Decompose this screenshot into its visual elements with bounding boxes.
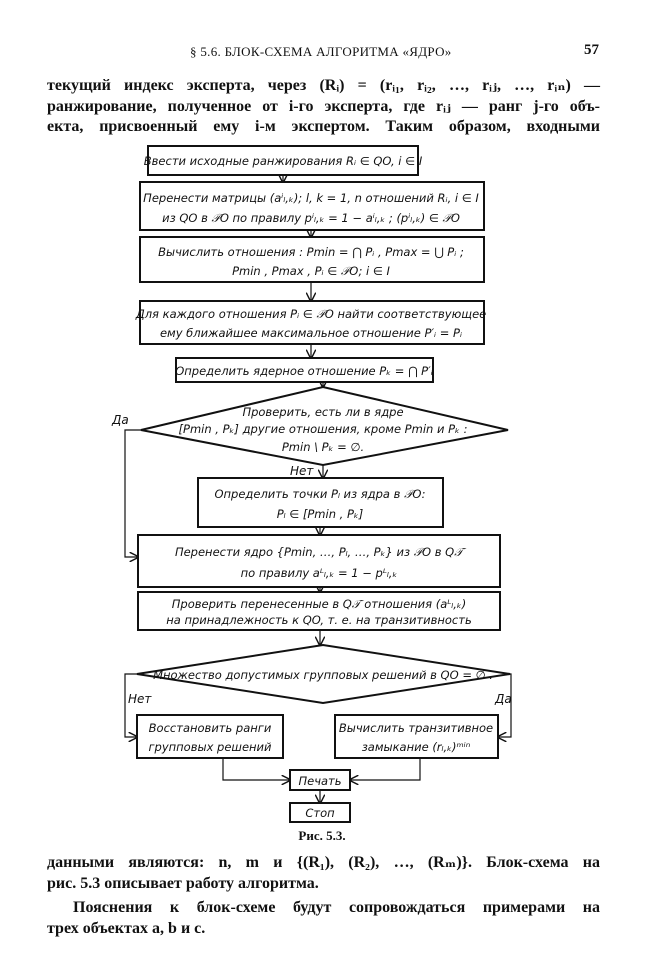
- text-line: екта, присвоенный ему i-м экспертом. Так…: [47, 118, 600, 135]
- box-text: ему ближайшее максимальное отношение P′ᵢ…: [160, 326, 462, 340]
- text-line: данными являются: n, m и {(R₁), (R₂), …,…: [47, 854, 600, 871]
- box-compute-relations: Вычислить отношения : Pmin = ⋂ Pᵢ , Pmax…: [139, 236, 485, 283]
- box-text: из QO в 𝒫O по правилу pⁱₗ,ₖ = 1 − aⁱₗ,ₖ …: [162, 211, 460, 225]
- box-print: Печать: [289, 769, 351, 791]
- box-kernel-relation: Определить ядерное отношение Pₖ = ⋂ P′ᵢ: [175, 357, 434, 383]
- box-text: групповых решений: [149, 740, 273, 754]
- box-text: Вычислить транзитивное: [339, 721, 493, 735]
- decision-check-kernel: Проверить, есть ли в ядре [Pmin , Pₖ] др…: [111, 385, 509, 478]
- box-text: замыкание (rₗ,ₖ)ᵐⁱⁿ: [362, 740, 471, 754]
- branch-label-no: Нет: [290, 464, 314, 478]
- text-line: текущий индекс эксперта, через (Rᵢ) = (r…: [47, 77, 600, 94]
- box-text: Печать: [298, 774, 341, 788]
- box-text: Для каждого отношения Pᵢ ∈ 𝒫O найти соот…: [135, 307, 487, 321]
- figure-caption: Рис. 5.3.: [298, 828, 345, 843]
- box-text: Вычислить отношения : Pmin = ⋂ Pᵢ , Pmax…: [158, 245, 464, 259]
- decision-text: Множество допустимых групповых решений в…: [153, 668, 493, 682]
- text-line: ранжирование, полученное от i-го эксперт…: [47, 97, 600, 115]
- box-text: Pₗ ∈ [Pmin , Pₖ]: [277, 507, 364, 521]
- branch-label-yes: Да: [111, 413, 129, 427]
- text-line: рис. 5.3 описывает работу алгоритма.: [47, 874, 319, 892]
- box-text: Перенести ядро {Pmin, …, Pₗ, …, Pₖ} из 𝒫…: [175, 545, 467, 559]
- box-text: Восстановить ранги: [149, 721, 272, 735]
- text-line: Пояснения к блок-схеме будут сопровождат…: [73, 899, 600, 916]
- box-text: на принадлежность к QO, т. е. на транзит…: [166, 613, 471, 627]
- box-text: Определить точки Pₗ из ядра в 𝒫O:: [214, 487, 425, 501]
- box-transfer-matrices: Перенести матрицы (aⁱₗ,ₖ); l, k = 1, n о…: [139, 181, 485, 231]
- box-text: Проверить перенесенные в Q𝒯 отношения (a…: [172, 597, 466, 611]
- header-title: § 5.6. БЛОК-СХЕМА АЛГОРИТМА «ЯДРО»: [190, 44, 452, 59]
- intro-paragraph: текущий индекс эксперта, через (Rᵢ) = (r…: [47, 76, 600, 138]
- decision-text: Проверить, есть ли в ядре: [242, 405, 403, 419]
- box-text: Ввести исходные ранжирования Rᵢ ∈ QO, i …: [144, 154, 423, 168]
- box-transfer-kernel: Перенести ядро {Pmin, …, Pₗ, …, Pₖ} из 𝒫…: [137, 534, 501, 588]
- branch-label-no: Нет: [128, 692, 152, 706]
- box-input-rankings: Ввести исходные ранжирования Rᵢ ∈ QO, i …: [144, 145, 423, 176]
- box-text: по правилу aᴸₗ,ₖ = 1 − pᴸₗ,ₖ: [241, 566, 398, 580]
- decision-text: [Pmin , Pₖ] другие отношения, кроме Pmin…: [179, 422, 468, 436]
- box-text: Определить ядерное отношение Pₖ = ⋂ P′ᵢ: [175, 364, 433, 378]
- box-text: Стоп: [305, 806, 335, 820]
- outro-paragraph: данными являются: n, m и {(R₁), (R₂), …,…: [47, 853, 600, 939]
- decision-group-solutions: Множество допустимых групповых решений в…: [128, 643, 512, 706]
- page-number: 57: [584, 42, 599, 58]
- branch-label-yes: Да: [494, 692, 512, 706]
- box-check-transitivity: Проверить перенесенные в Q𝒯 отношения (a…: [137, 591, 501, 631]
- box-stop: Стоп: [289, 802, 351, 823]
- box-find-maximal: Для каждого отношения Pᵢ ∈ 𝒫O найти соот…: [135, 300, 487, 345]
- decision-text: Pmin \ Pₖ = ∅.: [282, 440, 364, 454]
- box-restore-ranks: Восстановить ранги групповых решений: [136, 714, 284, 759]
- box-determine-points: Определить точки Pₗ из ядра в 𝒫O: Pₗ ∈ […: [197, 477, 444, 528]
- box-transitive-closure: Вычислить транзитивное замыкание (rₗ,ₖ)ᵐ…: [334, 714, 499, 759]
- text-line: трех объектах a, b и c.: [47, 919, 206, 937]
- box-text: Pmin , Pmax , Pᵢ ∈ 𝒫O; i ∈ I: [232, 264, 390, 278]
- box-text: Перенести матрицы (aⁱₗ,ₖ); l, k = 1, n о…: [143, 191, 479, 205]
